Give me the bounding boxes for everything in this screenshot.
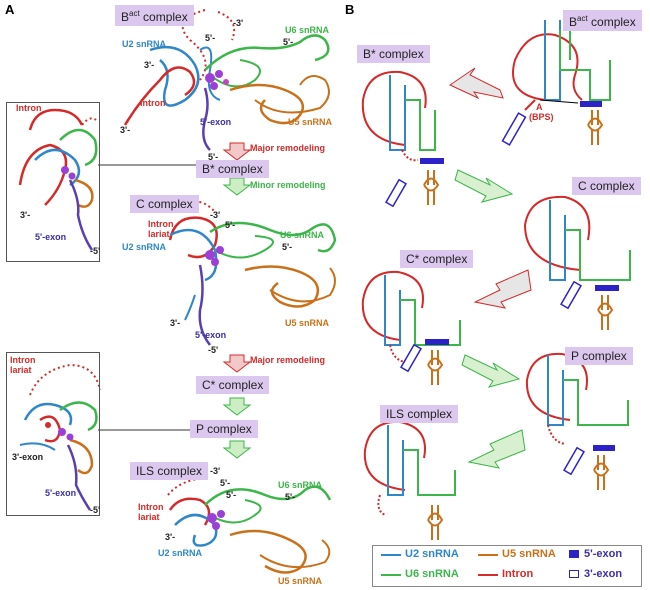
remodel-major-2: Major remodeling <box>250 355 326 365</box>
arrow-p-ils <box>222 440 252 459</box>
ils-u2-label: U2 snRNA <box>158 548 203 558</box>
c-u5-label: U5 snRNA <box>285 318 330 328</box>
b-stage-p: P complex <box>565 347 633 365</box>
bact-5c: 5'- <box>208 152 219 162</box>
legend-exon5: 5'-exon <box>584 548 623 560</box>
b-stage-bact: Bact complex <box>563 10 642 31</box>
arrow-cstar-p <box>222 397 252 416</box>
inset2-5: -5' <box>90 505 101 515</box>
ils-u5-label: U5 snRNA <box>278 576 323 586</box>
panel-letter-a: A <box>5 2 15 17</box>
stage-p: P complex <box>190 420 258 438</box>
stage-bact-b: B <box>121 10 130 24</box>
c-intron-label: Intron <box>148 219 174 229</box>
legend-u2-swatch <box>381 554 401 556</box>
b-bstar-diagram <box>361 70 444 208</box>
bact-u5-label: U5 snRNA <box>288 117 333 127</box>
c-5c: -5' <box>208 345 219 355</box>
b-stage-bstar: B* complex <box>357 45 430 63</box>
b-cstar-diagram <box>361 270 461 385</box>
b-stage-bact-b: B <box>569 15 578 29</box>
c-5a: 5'- <box>225 220 236 230</box>
c-structure <box>168 200 337 346</box>
legend-u2: U2 snRNA <box>405 548 459 560</box>
b-ils-diagram <box>363 420 456 540</box>
ils-3b: 3'- <box>165 532 176 542</box>
legend-exon3: 3'-exon <box>584 568 623 580</box>
ils-lariat-label: lariat <box>138 512 160 522</box>
inset2-exon3: 3'-exon <box>12 452 44 462</box>
ils-intron-label: Intron <box>138 502 164 512</box>
bact-3c: -3' <box>233 18 244 28</box>
bps-label: (BPS) <box>529 112 554 122</box>
inset1-5: -5' <box>90 246 101 256</box>
c-u2-label: U2 snRNA <box>122 242 167 252</box>
legend-intron: Intron <box>502 568 534 580</box>
panel-letter-b: B <box>345 2 355 17</box>
b-p-diagram <box>525 352 629 490</box>
legend-u6: U6 snRNA <box>405 568 459 580</box>
ils-structure <box>167 477 332 574</box>
inset2-exon5: 5'-exon <box>45 488 77 498</box>
bact-u2-label: U2 snRNA <box>122 39 167 49</box>
legend-u5: U5 snRNA <box>502 548 556 560</box>
c-exon5-label: 5'-exon <box>195 330 227 340</box>
bps-a-label: A <box>536 102 543 112</box>
inset2-structure <box>19 363 101 511</box>
c-lariat-label: lariat <box>148 229 170 239</box>
bact-3a: 3'- <box>144 60 155 70</box>
stage-bact-sup: act <box>129 9 140 18</box>
ils-5b: 5'- <box>285 492 296 502</box>
inset1-3: 3'- <box>20 210 31 220</box>
bact-exon5-label: 5'-exon <box>200 117 232 127</box>
inset-bstar-box <box>6 102 100 262</box>
bact-structure <box>123 9 330 151</box>
b-c-diagram <box>523 195 631 330</box>
stage-bstar: B* complex <box>196 160 269 178</box>
ils-3a: -3' <box>210 466 221 476</box>
legend-u6-swatch <box>381 574 401 576</box>
b-stage-cstar: C* complex <box>400 250 474 268</box>
ils-5c: 5'- <box>226 490 237 500</box>
remodel-minor: Minor remodeling <box>250 180 326 190</box>
bact-intron-label: Intron <box>140 98 166 108</box>
legend-exon5-swatch <box>569 550 579 558</box>
legend-exon3-swatch <box>569 570 579 578</box>
stage-bact-rest: complex <box>139 10 188 24</box>
b-bact-diagram <box>501 20 611 146</box>
inset1-structure <box>18 108 98 251</box>
bact-u6-label: U6 snRNA <box>285 25 330 35</box>
inset2-lariat-label: lariat <box>10 365 32 375</box>
inset2-intron-label: Intron <box>10 355 36 365</box>
bact-3b: 3'- <box>120 125 131 135</box>
b-stage-ils: ILS complex <box>380 405 459 423</box>
stage-bact: Bact complex <box>115 5 194 26</box>
bact-5b: 5'- <box>283 37 294 47</box>
c-u6-label: U6 snRNA <box>280 230 325 240</box>
legend-intron-swatch <box>478 574 498 576</box>
legend-box: U2 snRNA U6 snRNA U5 snRNA Intron 5'-exo… <box>372 545 642 587</box>
stage-cstar: C* complex <box>196 376 270 394</box>
bact-5a: 5'- <box>205 33 216 43</box>
c-3b: 3'- <box>170 318 181 328</box>
ils-u6-label: U6 snRNA <box>278 480 323 490</box>
remodel-major-1: Major remodeling <box>250 143 326 153</box>
stage-c: C complex <box>130 195 199 213</box>
arrow-minor <box>222 177 252 196</box>
b-stage-bact-sup: act <box>577 14 588 23</box>
c-3a: -3' <box>210 210 221 220</box>
arrow-major-2 <box>222 354 252 373</box>
legend-u5-swatch <box>478 554 498 556</box>
ils-5a: 5'- <box>220 478 231 488</box>
inset1-intron-label: Intron <box>16 103 42 113</box>
b-stage-c: C complex <box>572 177 641 195</box>
c-5b: 5'- <box>282 242 293 252</box>
b-stage-bact-rest: complex <box>587 15 636 29</box>
stage-ils: ILS complex <box>130 462 209 480</box>
inset1-exon5: 5'-exon <box>35 232 67 242</box>
arrow-major-1 <box>222 142 252 161</box>
inset-p-box <box>6 352 100 516</box>
